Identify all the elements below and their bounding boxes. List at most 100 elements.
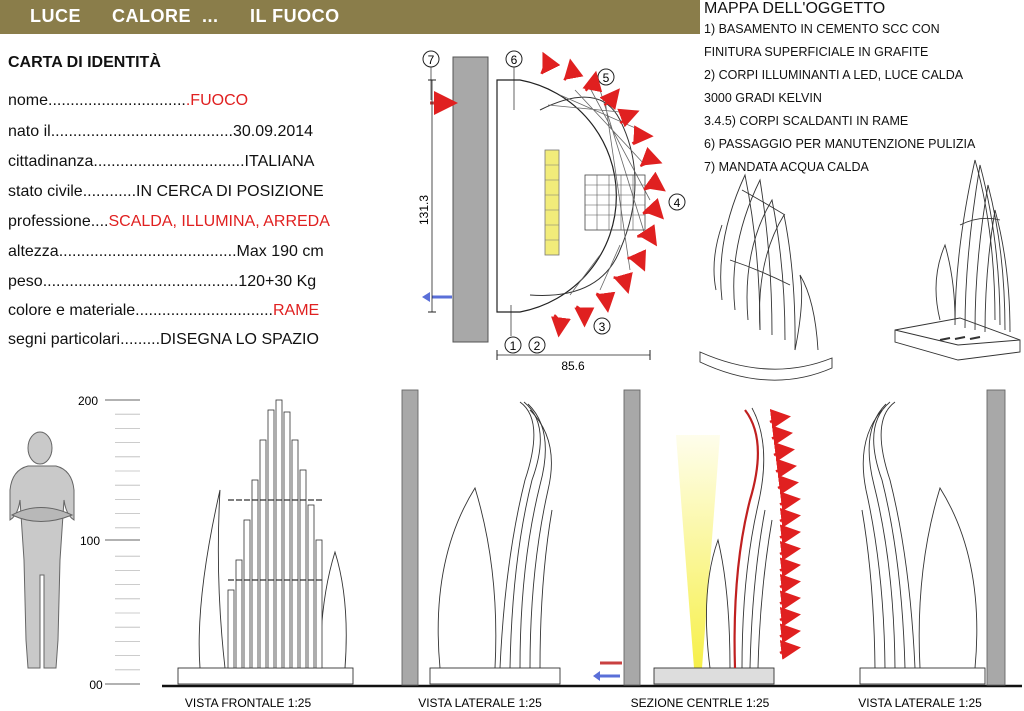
- header-word-calore: CALORE: [112, 6, 191, 26]
- side-view-left: [401, 389, 561, 686]
- header-word-fuoco: IL FUOCO: [250, 6, 340, 26]
- heat-arrow: [769, 408, 791, 429]
- heat-arrow: [779, 573, 801, 594]
- identity-key: stato civile: [8, 183, 83, 200]
- identity-value: DISEGNA LO SPAZIO: [160, 331, 319, 348]
- heat-arrow: [779, 540, 801, 561]
- plan-copper-curve: [529, 96, 636, 296]
- plan-wall: [452, 56, 489, 343]
- heat-arrow: [540, 51, 561, 75]
- identity-title: CARTA DI IDENTITÀ: [8, 54, 161, 71]
- plan-led-strip: [544, 149, 560, 256]
- front-view-bar: [267, 409, 275, 669]
- map-legend-line: 6) PASSAGGIO PER MANUTENZIONE PULIZIA: [704, 137, 976, 151]
- front-view-bar: [259, 439, 267, 669]
- heat-arrow: [574, 305, 595, 328]
- callout-7: 7: [428, 53, 435, 67]
- map-legend-line: 3000 GRADI KELVIN: [704, 91, 822, 105]
- heat-arrow: [617, 108, 640, 128]
- heat-arrow: [627, 249, 646, 272]
- front-view-bar: [315, 539, 323, 669]
- callout-5: 5: [603, 71, 610, 85]
- callout-1: 1: [510, 339, 517, 353]
- identity-value: 30.09.2014: [232, 123, 314, 140]
- identity-row: segni particolari.........DISEGNA LO SPA…: [8, 331, 319, 349]
- human-silhouette: [9, 431, 75, 669]
- heat-arrow: [551, 314, 571, 338]
- identity-row: stato civile............IN CERCA DI POSI…: [8, 183, 324, 201]
- identity-row: colore e materiale......................…: [8, 302, 319, 320]
- heat-arrow: [642, 197, 664, 220]
- heat-arrow: [779, 606, 801, 627]
- map-legend-line: 7) MANDATA ACQUA CALDA: [704, 160, 869, 174]
- identity-key: segni particolari: [8, 331, 121, 348]
- section-heat-arrows: [769, 408, 801, 660]
- heat-arrow: [582, 70, 603, 93]
- identity-dots: ...............................: [48, 92, 186, 109]
- scale-tick-200: 200: [78, 394, 98, 408]
- identity-dots: ........................................…: [50, 123, 233, 140]
- identity-dots: ............: [82, 183, 137, 200]
- identity-key: cittadinanza: [8, 153, 94, 170]
- callout-6: 6: [511, 53, 518, 67]
- heat-arrow: [599, 88, 620, 111]
- heat-arrow: [595, 291, 616, 313]
- map-legend-line: FINITURA SUPERFICIALE IN GRAFITE: [704, 45, 929, 59]
- caption-front-view: VISTA FRONTALE 1:25: [185, 696, 312, 710]
- identity-dots: ........................................: [58, 243, 237, 260]
- front-view-bar: [243, 519, 251, 669]
- identity-key: professione: [8, 213, 91, 230]
- plan-height-label: 131.3: [417, 195, 431, 225]
- identity-row: peso....................................…: [8, 273, 316, 291]
- header-ellipsis: ...: [202, 6, 219, 26]
- callout-2: 2: [534, 339, 541, 353]
- heat-arrow: [771, 425, 793, 446]
- height-scale-minor-ticks: [115, 413, 140, 671]
- identity-key: colore e materiale: [8, 302, 136, 319]
- heat-arrow: [773, 441, 795, 462]
- heat-arrow: [643, 171, 666, 192]
- identity-value: ITALIANA: [244, 153, 315, 170]
- identity-dots: ........................................…: [42, 273, 239, 290]
- identity-row: cittadinanza............................…: [8, 153, 314, 171]
- front-view: [177, 489, 354, 685]
- height-scale: [105, 399, 140, 685]
- identity-row: nome................................FUOC…: [8, 92, 248, 110]
- identity-dots: ...............................: [135, 302, 273, 319]
- front-view-bar: [283, 411, 291, 669]
- heat-arrow: [779, 491, 801, 512]
- heat-arrow: [777, 474, 799, 495]
- heat-arrow: [639, 146, 663, 168]
- identity-value: Max 190 cm: [236, 243, 324, 260]
- identity-row: altezza.................................…: [8, 243, 324, 261]
- identity-dots: .........: [120, 331, 161, 348]
- heat-arrow: [779, 639, 801, 660]
- identity-value: RAME: [272, 302, 320, 319]
- identity-value: IN CERCA DI POSIZIONE: [136, 183, 324, 200]
- identity-dots: ....: [90, 213, 109, 230]
- identity-value: SCALDA, ILLUMINA, ARREDA: [108, 213, 330, 230]
- map-legend-line: 3.4.5) CORPI SCALDANTI IN RAME: [704, 114, 909, 128]
- caption-section: SEZIONE CENTRLE 1:25: [631, 696, 770, 710]
- plan-width-label: 85.6: [561, 359, 585, 373]
- caption-side-left: VISTA LATERALE 1:25: [418, 696, 542, 710]
- led-light-beam: [676, 435, 720, 668]
- front-view-bar: [291, 439, 299, 669]
- identity-key: nome: [8, 92, 49, 109]
- front-view-bar: [275, 399, 283, 669]
- front-view-bar: [299, 469, 307, 669]
- identity-row: nato il.................................…: [8, 123, 313, 141]
- front-view-bar: [251, 479, 259, 669]
- front-view-bar: [307, 504, 315, 669]
- heat-arrow: [779, 590, 801, 611]
- callout-3: 3: [599, 320, 606, 334]
- side-view-right: [859, 389, 1006, 686]
- caption-side-right: VISTA LATERALE 1:25: [858, 696, 982, 710]
- identity-key: nato il: [8, 123, 51, 140]
- plan-view: [422, 56, 651, 360]
- front-view-bars: [227, 399, 324, 669]
- heat-arrow: [779, 623, 801, 644]
- heat-arrow: [613, 272, 633, 295]
- header-bar: LUCE CALORE ... IL FUOCO: [0, 0, 700, 34]
- heat-arrow: [779, 557, 801, 578]
